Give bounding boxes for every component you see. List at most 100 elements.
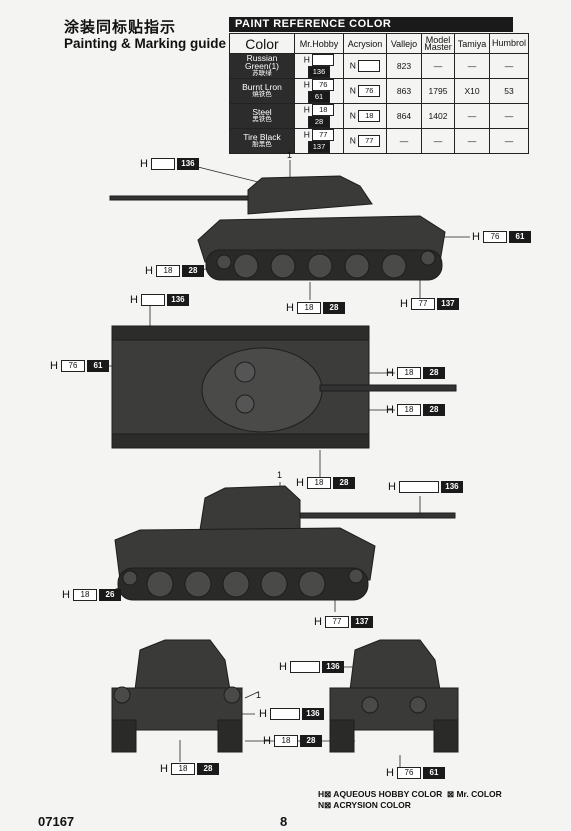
callout-h: H (386, 404, 394, 416)
tank-front-view (111, 639, 243, 753)
color-name-cn: 胎黑色 (252, 141, 272, 148)
callout-dark-box: 28 (181, 265, 204, 277)
callout-h: H (62, 589, 70, 601)
mrhobby-cell: H 1828 (294, 103, 344, 129)
callout-h: H (286, 302, 294, 314)
callout-h: H (145, 265, 153, 277)
callout-h: H (388, 481, 396, 493)
model-master-cell: 1795 (421, 78, 455, 104)
callout-dark-box: 136 (176, 158, 199, 170)
model-master-cell: 1402 (421, 103, 455, 129)
table-heading: PAINT REFERENCE COLOR (229, 17, 513, 32)
marker-one: 1 (287, 150, 293, 160)
acrysion-cell: N 77 (343, 128, 387, 154)
callout-h: H (279, 661, 287, 673)
tank-rear-view (329, 639, 459, 753)
tank-side-view-bottom (114, 485, 456, 601)
acrysion-cell: N (343, 53, 387, 79)
callout-dark-box: 26 (98, 589, 121, 601)
humbrol-cell: — (488, 128, 530, 154)
callout-white-box (150, 158, 175, 170)
legend-line-2: N⊠ ACRYSION COLOR (318, 800, 411, 810)
n-box (358, 60, 381, 72)
callout-white-box: 18 (273, 735, 298, 747)
h-dark-box: 137 (308, 141, 330, 153)
h-dark-box: 61 (308, 91, 330, 103)
callout-white-box: 77 (410, 298, 435, 310)
tamiya-cell: — (454, 128, 490, 154)
n-prefix: N (349, 110, 356, 121)
col-color: Color (229, 33, 295, 54)
callout-white-box: 18 (396, 404, 421, 416)
legend-mr-color: ⊠ Mr. COLOR (446, 789, 502, 799)
callout-white-box: 76 (482, 231, 507, 243)
h-prefix: H (303, 129, 310, 140)
n-box: 18 (358, 110, 381, 122)
callout-dark-box: 136 (321, 661, 344, 673)
title-chinese: 涂装同标贴指示 (64, 19, 177, 36)
tank-side-view-top (109, 175, 446, 281)
callout-white-box (289, 661, 320, 673)
callout-dark-box: 28 (422, 367, 445, 379)
mrhobby-cell: H 7661 (294, 78, 344, 104)
callout-white-box: 18 (170, 763, 195, 775)
humbrol-cell: — (488, 53, 530, 79)
callout-dark-box: 28 (422, 404, 445, 416)
callout-white-box: 18 (296, 302, 321, 314)
title-english: Painting & Marking guide (64, 36, 227, 51)
color-callout: H 136 (140, 158, 199, 170)
color-name-cn: 燒铁色 (252, 91, 272, 98)
callout-h: H (140, 158, 148, 170)
callout-h: H (400, 298, 408, 310)
callout-h: H (314, 616, 322, 628)
callout-dark-box: 28 (322, 302, 345, 314)
color-name: Russian Green(1)苏联绿 (229, 53, 295, 79)
callout-white-box: 18 (396, 367, 421, 379)
callout-white-box: 18 (155, 265, 180, 277)
callout-h: H (160, 763, 168, 775)
color-name-en: Steel (252, 107, 272, 117)
table-row: Russian Green(1)苏联绿 H 136 N 823 — — — (229, 53, 530, 79)
callout-white-box: 77 (324, 616, 349, 628)
paint-reference-table: Color Mr.Hobby Acrysion Vallejo Model Ma… (229, 33, 530, 154)
n-box: 77 (358, 135, 381, 147)
callout-dark-box: 137 (350, 616, 373, 628)
callout-dark-box: 28 (196, 763, 219, 775)
callout-white-box (398, 481, 439, 493)
n-prefix: N (349, 135, 356, 146)
marker-one: 1 (256, 690, 262, 700)
color-name-cn: 苏联绿 (252, 70, 272, 77)
callout-dark-box: 28 (299, 735, 322, 747)
h-dark-box: 28 (308, 116, 330, 128)
callout-white-box (269, 708, 300, 720)
color-name-en: Burnt Lron (242, 82, 282, 92)
product-code: 07167 (38, 814, 75, 829)
tamiya-cell: — (454, 53, 490, 79)
callout-white-box: 18 (306, 477, 331, 489)
callout-dark-box: 136 (440, 481, 463, 493)
callout-white-box: 18 (72, 589, 97, 601)
n-box: 76 (358, 85, 381, 97)
tank-top-view (111, 325, 457, 449)
callout-dark-box: 61 (422, 767, 445, 779)
n-prefix: N (349, 85, 356, 96)
callout-dark-box: 136 (166, 294, 189, 306)
callout-h: H (386, 367, 394, 379)
callout-dark-box: 28 (332, 477, 355, 489)
callout-h: H (50, 360, 58, 372)
h-prefix: H (303, 79, 310, 90)
legend-line-1: H⊠ AQUEOUS HOBBY COLOR ⊠ Mr. COLOR (318, 789, 502, 800)
